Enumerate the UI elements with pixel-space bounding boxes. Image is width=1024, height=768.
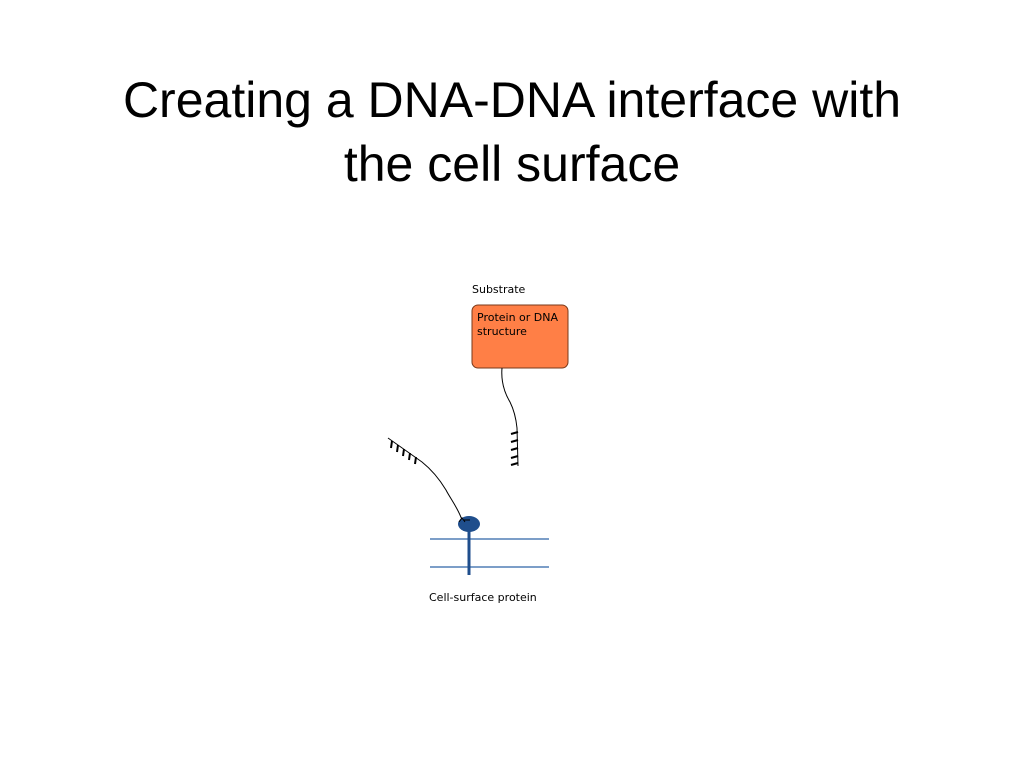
- box-label-line-2: structure: [477, 325, 527, 338]
- substrate-label: Substrate: [472, 283, 526, 296]
- cell-surface-protein-label: Cell-surface protein: [429, 591, 537, 604]
- cell-overhang: [390, 440, 417, 465]
- slide-title-line-1: Creating a DNA-DNA interface with: [122, 72, 902, 128]
- slide-title-line-2: the cell surface: [343, 136, 681, 192]
- box-label-line-1: Protein or DNA: [477, 311, 559, 324]
- substrate-box: [471, 304, 569, 369]
- slide-title: Creating a DNA-DNA interface with the ce…: [0, 68, 1024, 196]
- substrate-dna-linker: [501, 367, 519, 467]
- cell-dna-linker: [387, 437, 463, 521]
- conjugation-mark: [458, 517, 470, 523]
- substrate-overhang: [510, 431, 519, 466]
